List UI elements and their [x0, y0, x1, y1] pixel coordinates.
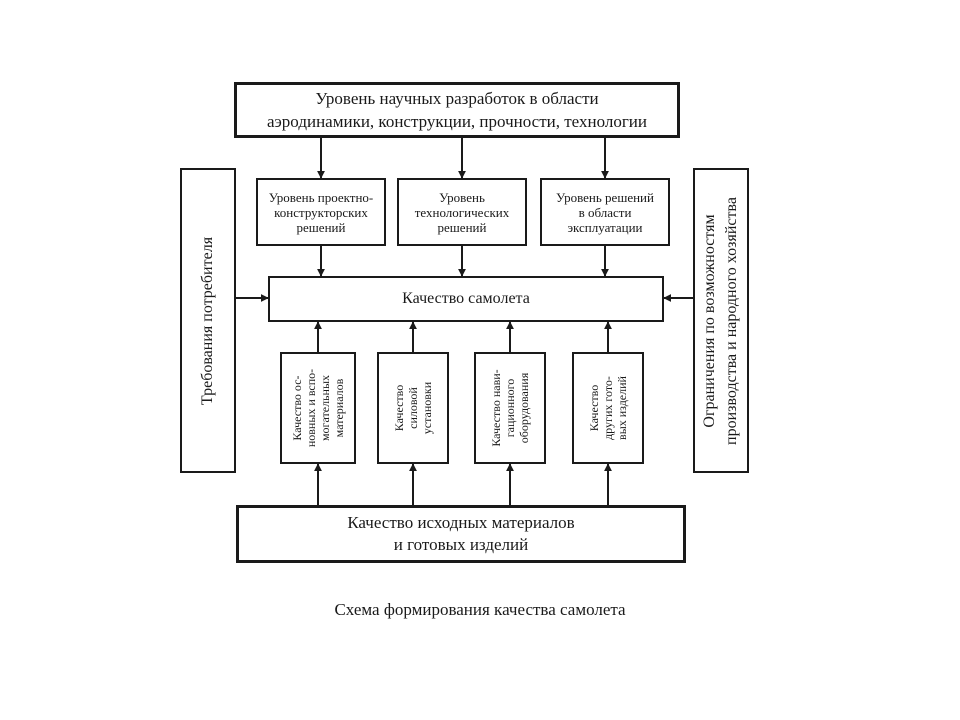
source-materials-line-1: Качество исходных материалов: [347, 513, 575, 532]
design-decisions-line-2: конструкторских: [274, 204, 368, 220]
design-decisions-line-3: решений: [296, 219, 346, 235]
materials-quality-line-3: могательных: [318, 374, 332, 442]
science-level-line-2: аэродинамики, конструкции, прочности, те…: [266, 112, 648, 131]
design-decisions-box: Уровень проектно- конструкторских решени…: [256, 178, 386, 246]
products-quality-line-3: вых изделий: [615, 376, 629, 440]
production-limits-box: Ограничения по возможностям производства…: [693, 168, 749, 473]
production-limits-line-1: Ограничения по возможностям: [701, 213, 718, 428]
diagram-caption: Схема формирования качества самолета: [334, 600, 626, 619]
aircraft-quality-box: Качество самолета: [268, 276, 664, 322]
production-limits-line-2: производства и народного хозяйства: [723, 196, 740, 445]
navigation-quality-line-3: оборудования: [517, 372, 531, 444]
navigation-quality-line-2: гационного: [503, 378, 517, 438]
navigation-quality-line-1: Качество нави-: [489, 369, 503, 447]
tech-decisions-line-3: решений: [437, 219, 487, 235]
science-level-line-1: Уровень научных разработок в области: [315, 89, 599, 108]
powerplant-quality-box: Качество силовой установки: [377, 352, 449, 464]
source-materials-line-2: и готовых изделий: [393, 535, 529, 554]
consumer-requirements-line-1: Требования потребителя: [199, 236, 216, 405]
aircraft-quality-label: Качество самолета: [402, 290, 530, 307]
operation-decisions-line-2: в области: [578, 204, 632, 220]
tech-decisions-line-1: Уровень: [439, 189, 485, 205]
products-quality-box: Качество других гото- вых изделий: [572, 352, 644, 464]
consumer-requirements-box: Требования потребителя: [180, 168, 236, 473]
materials-quality-line-2: новных и вспо-: [304, 368, 318, 448]
materials-quality-box: Качество ос- новных и вспо- могательных …: [280, 352, 356, 464]
design-decisions-line-1: Уровень проектно-: [268, 189, 374, 205]
tech-decisions-box: Уровень технологических решений: [397, 178, 527, 246]
science-level-box: Уровень научных разработок в области аэр…: [234, 82, 680, 138]
navigation-quality-box: Качество нави- гационного оборудования: [474, 352, 546, 464]
operation-decisions-line-1: Уровень решений: [556, 189, 654, 205]
materials-quality-line-1: Качество ос-: [290, 375, 304, 441]
products-quality-line-1: Качество: [587, 384, 601, 432]
source-materials-box: Качество исходных материалов и готовых и…: [236, 505, 686, 563]
powerplant-quality-line-2: силовой: [406, 387, 420, 429]
powerplant-quality-line-1: Качество: [392, 384, 406, 432]
products-quality-line-2: других гото-: [601, 376, 615, 440]
tech-decisions-line-2: технологических: [414, 204, 510, 220]
powerplant-quality-line-3: установки: [420, 381, 434, 435]
materials-quality-line-4: материалов: [332, 378, 346, 438]
operation-decisions-box: Уровень решений в области эксплуатации: [540, 178, 670, 246]
operation-decisions-line-3: эксплуатации: [567, 219, 643, 235]
